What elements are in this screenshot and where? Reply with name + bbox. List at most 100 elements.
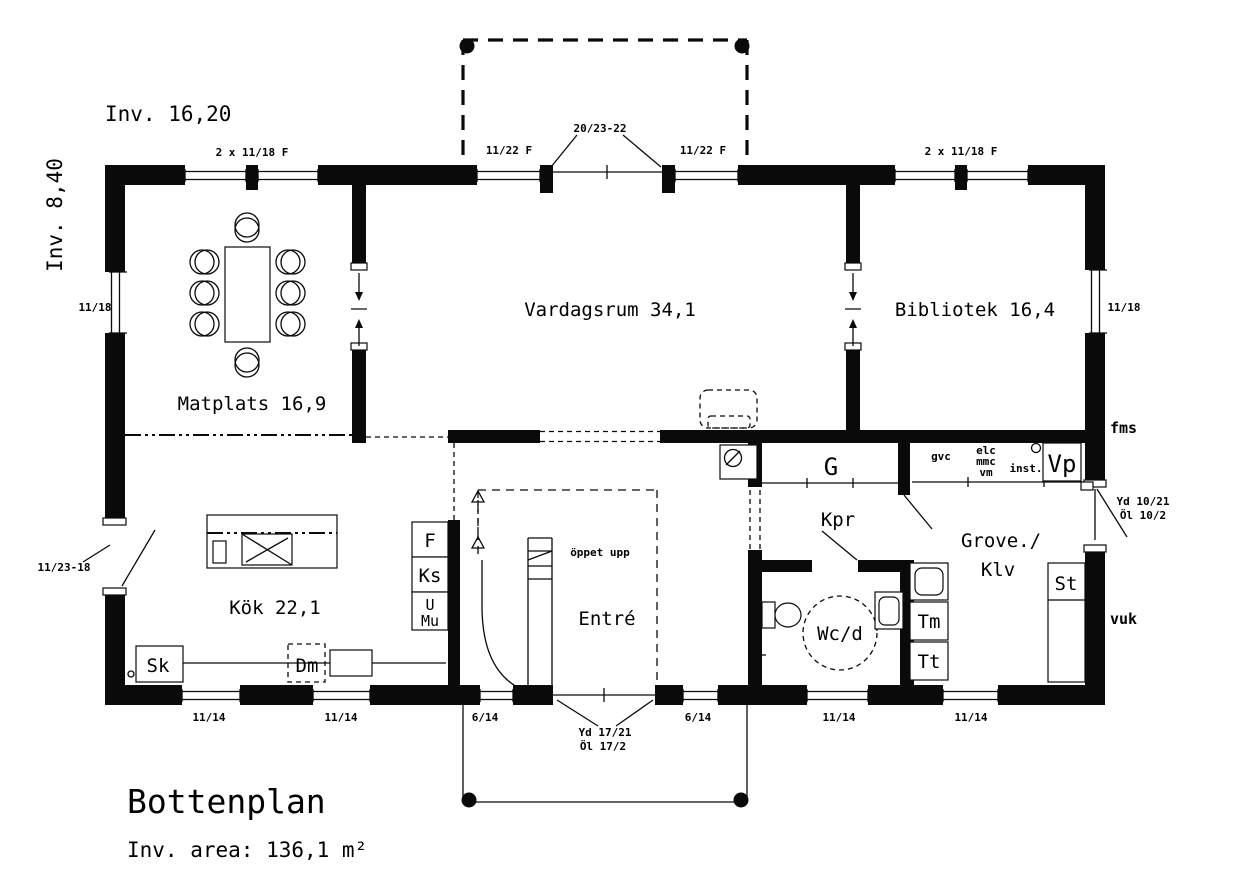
dim-right-window: 11/18	[1107, 301, 1140, 314]
dim-bottom-window1: 11/14	[192, 711, 225, 724]
dim-top-left-window: 11/22 F	[486, 144, 532, 157]
toilet-icon	[761, 601, 802, 629]
label-mmc: mmc	[976, 455, 996, 468]
label-sk: Sk	[147, 655, 170, 677]
floor-drain-arrow-icon	[750, 650, 766, 660]
window-top-right-b	[966, 169, 1029, 182]
dining-chairs-icon	[189, 212, 306, 378]
label-vm: vm	[979, 466, 993, 479]
label-mu: Mu	[421, 612, 439, 630]
window-bottom-2	[312, 689, 371, 702]
dim-left-door: 11/23-18	[38, 561, 91, 574]
closet-tracks	[762, 477, 1094, 491]
label-inst: inst.	[1009, 462, 1042, 475]
window-bottom-3	[479, 689, 514, 702]
side-door-right	[1083, 479, 1128, 553]
terrace-door	[553, 165, 662, 179]
ks-cabinet	[411, 556, 449, 593]
terrace-top	[459, 38, 750, 165]
room-label-bibliotek: Bibliotek 16,4	[895, 299, 1055, 321]
shower-circle-icon	[802, 595, 878, 671]
window-bottom-5	[806, 689, 869, 702]
terrace-post-icon	[734, 38, 750, 54]
kitchen-island	[206, 514, 338, 569]
dim-top-right-double-window: 2 x 11/18 F	[925, 145, 998, 158]
label-dm: Dm	[296, 655, 319, 677]
dim-left-window: 11/18	[78, 301, 111, 314]
oven-icon	[329, 649, 373, 677]
label-ks: Ks	[419, 565, 442, 587]
dim-bottom-window5: 11/14	[822, 711, 855, 724]
doors	[102, 165, 1128, 702]
label-u: U	[425, 596, 434, 614]
dim-top-right-window: 11/22 F	[680, 144, 726, 157]
dining-set	[189, 212, 306, 378]
label-gvc: gvc	[931, 450, 951, 463]
label-oppet-upp: öppet upp	[570, 546, 630, 559]
label-tt: Tt	[918, 651, 941, 673]
room-label-grove-1: Grove./	[961, 530, 1041, 552]
window-bottom-4	[682, 689, 719, 702]
window-left	[109, 271, 127, 334]
inv-width-note: Inv. 16,20	[105, 102, 231, 126]
laundry-sink-icon	[909, 562, 949, 601]
hob-icon	[212, 540, 227, 564]
room-label-vardagsrum: Vardagsrum 34,1	[524, 299, 696, 321]
entry-door	[553, 688, 655, 702]
vp-unit	[1030, 442, 1082, 482]
windows	[109, 169, 1107, 702]
fms-label: fms	[1110, 419, 1137, 437]
dim-bottom-window3: 6/14	[472, 711, 499, 724]
sk-cabinet	[135, 645, 184, 683]
dim-right-door-2: Öl 10/2	[1120, 508, 1166, 522]
terrace-post-icon	[459, 38, 475, 54]
window-bottom-1	[181, 689, 241, 702]
window-top-mid-right	[674, 169, 739, 182]
dim-bottom-window6: 11/14	[954, 711, 987, 724]
wall-opening-markers	[350, 262, 862, 351]
room-label-garderob: G	[824, 453, 838, 481]
dim-entry-door-2: Öl 17/2	[580, 739, 626, 753]
exterior-walls	[105, 165, 1105, 705]
window-top-left-a	[184, 169, 247, 182]
vuk-label: vuk	[1110, 610, 1137, 628]
u-mu-cabinet	[411, 591, 449, 631]
grove-door-swing	[903, 494, 933, 530]
room-label-entre: Entré	[578, 608, 635, 630]
label-st: St	[1055, 573, 1078, 595]
dim-terrace-door: 20/23-22	[574, 122, 627, 135]
window-top-left-b	[257, 169, 319, 182]
fireplace-icon	[719, 444, 758, 480]
tm-washer	[909, 601, 949, 641]
side-door-left	[102, 517, 156, 596]
porch-post-icon	[461, 792, 477, 808]
dim-bottom-window2: 11/14	[324, 711, 357, 724]
window-top-mid-left	[476, 169, 541, 182]
laundry-fixtures	[909, 442, 1086, 683]
dim-entry-door-1: Yd 17/21	[579, 726, 632, 739]
dim-top-left-double-window: 2 x 11/18 F	[216, 146, 289, 159]
washbasin-icon	[874, 591, 904, 630]
wcd-fixtures	[750, 591, 904, 671]
interior-walls	[352, 185, 1085, 685]
tt-dryer	[909, 641, 949, 681]
plan-title: Bottenplan	[127, 782, 326, 821]
inst-point-icon	[1030, 442, 1042, 454]
room-label-kpr: Kpr	[821, 509, 855, 531]
leader-lines	[82, 134, 858, 727]
plan-area: Inv. area: 136,1 m²	[127, 838, 367, 862]
label-tm: Tm	[918, 611, 941, 633]
porch-bottom	[461, 705, 749, 808]
porch-post-icon	[733, 792, 749, 808]
dim-bottom-window4: 6/14	[685, 711, 712, 724]
window-top-right-a	[894, 169, 956, 182]
room-label-kok: Kök 22,1	[229, 597, 321, 619]
inv-height-note: Inv. 8,40	[43, 158, 67, 272]
dim-right-door-1: Yd 10/21	[1117, 495, 1170, 508]
label-f: F	[424, 530, 435, 552]
room-label-wcd: Wc/d	[817, 623, 863, 645]
window-right	[1089, 269, 1107, 334]
dm-dishwasher	[287, 643, 326, 683]
window-bottom-6	[942, 689, 999, 702]
st-closet	[1047, 562, 1086, 683]
